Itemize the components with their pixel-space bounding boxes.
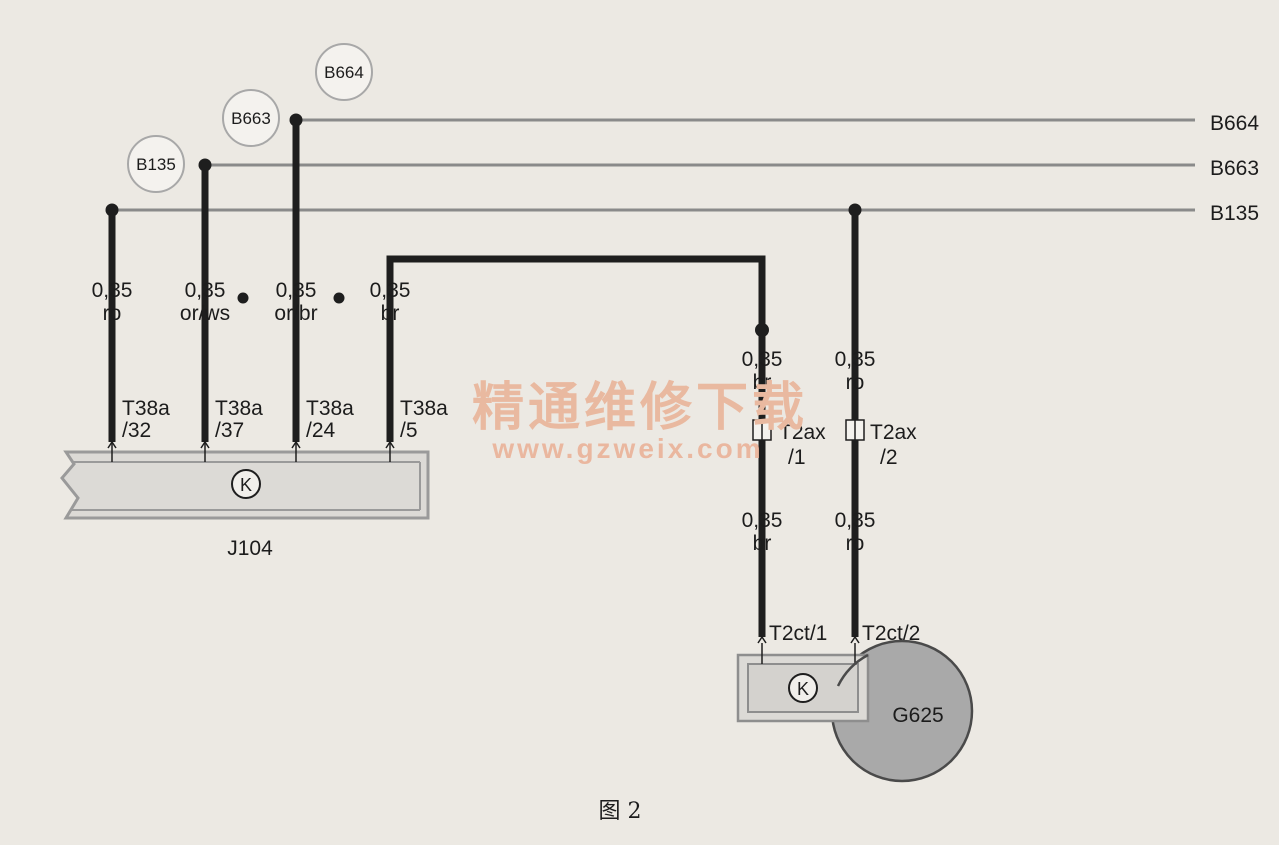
k-diagnosis-icon	[788, 673, 818, 703]
pin-connector: T38a	[306, 397, 354, 420]
sensor-g625: T2ct/1 T2ct/2 K G625	[736, 622, 974, 783]
sensor-g625-outline	[836, 653, 869, 687]
wire-color: br	[753, 532, 772, 555]
pin-arrows	[107, 440, 395, 462]
junction-dot	[848, 203, 862, 217]
wire-size: 0,35	[742, 509, 783, 532]
pin-number: /24	[306, 419, 336, 442]
watermark-title: 精通维修下载	[472, 378, 808, 438]
twisted-pair-dot	[333, 292, 345, 304]
pin-arrow-icon	[850, 635, 860, 644]
wire-size: 0,35	[185, 279, 226, 302]
module-j104: K J104	[60, 450, 430, 560]
wire-size: 0,35	[92, 279, 133, 302]
wire-arrow-dot	[755, 323, 769, 337]
wire-size: 0,35	[835, 509, 876, 532]
pin-connector: T2ax	[870, 421, 917, 444]
junction-dot	[289, 113, 303, 127]
wire-color: or/ws	[180, 302, 230, 325]
bus-marker-b663: B663	[231, 109, 271, 128]
wire-size: 0,35	[276, 279, 317, 302]
bus-marker-b135-circle	[127, 135, 185, 193]
pin-number: /5	[400, 419, 418, 442]
pin-connector: T2ax	[779, 421, 826, 444]
wire-color: br	[381, 302, 400, 325]
wire-color: ro	[846, 532, 865, 555]
pin-number: /2	[880, 446, 898, 469]
wire-t38a-5	[386, 255, 766, 442]
connector-t2ax: T2ax /1 T2ax /2	[752, 419, 917, 469]
pin-connector: T38a	[122, 397, 170, 420]
wire-labels: 0,35 ro 0,35 or/ws 0,35 or/br 0,35 br 0,…	[92, 279, 876, 555]
pin-label-t2ct-2: T2ct/2	[862, 622, 920, 645]
wire-color: ro	[103, 302, 122, 325]
wire-size: 0,35	[742, 348, 783, 371]
bus-marker-b664-circle	[315, 43, 373, 101]
pin-number: /37	[215, 419, 244, 442]
junction-dot	[105, 203, 119, 217]
pin-arrow-icon	[757, 635, 767, 644]
bus-label-b664: B664	[1210, 112, 1259, 135]
wire-size: 0,35	[835, 348, 876, 371]
bus-marker-b664: B664	[324, 63, 364, 82]
pin-label-t2ct-1: T2ct/1	[769, 622, 827, 645]
bus-marker-b663-circle	[222, 89, 280, 147]
watermark-url: www.gzweix.com	[491, 433, 763, 464]
bus-marker-b135: B135	[136, 155, 176, 174]
figure-caption: 图 2	[599, 799, 642, 824]
bus-label-b135: B135	[1210, 202, 1259, 225]
junction-dot	[198, 158, 212, 172]
bus-label-b663: B663	[1210, 157, 1259, 180]
sensor-g625-label: G625	[892, 704, 943, 727]
wire-color: br	[753, 371, 772, 394]
pin-connector: T38a	[400, 397, 448, 420]
pin-connector: T38a	[215, 397, 263, 420]
bus-lines: B664 B663 B135	[112, 112, 1259, 225]
pin-number: /1	[788, 446, 806, 469]
watermark: 精通维修下载 www.gzweix.com	[472, 378, 808, 464]
wire-size: 0,35	[370, 279, 411, 302]
k-symbol-label: K	[797, 679, 809, 699]
module-j104-label: J104	[227, 537, 273, 560]
twisted-pair-dot	[237, 292, 249, 304]
wire-color: or/br	[274, 302, 317, 325]
junctions	[105, 113, 862, 337]
bus-markers: B135 B663 B664	[127, 43, 373, 193]
wire-color: ro	[846, 371, 865, 394]
pin-labels-j104: T38a /32 T38a /37 T38a /24 T38a /5	[122, 397, 448, 442]
k-diagnosis-icon	[231, 469, 261, 499]
k-symbol-label: K	[240, 475, 252, 495]
pin-number: /32	[122, 419, 151, 442]
